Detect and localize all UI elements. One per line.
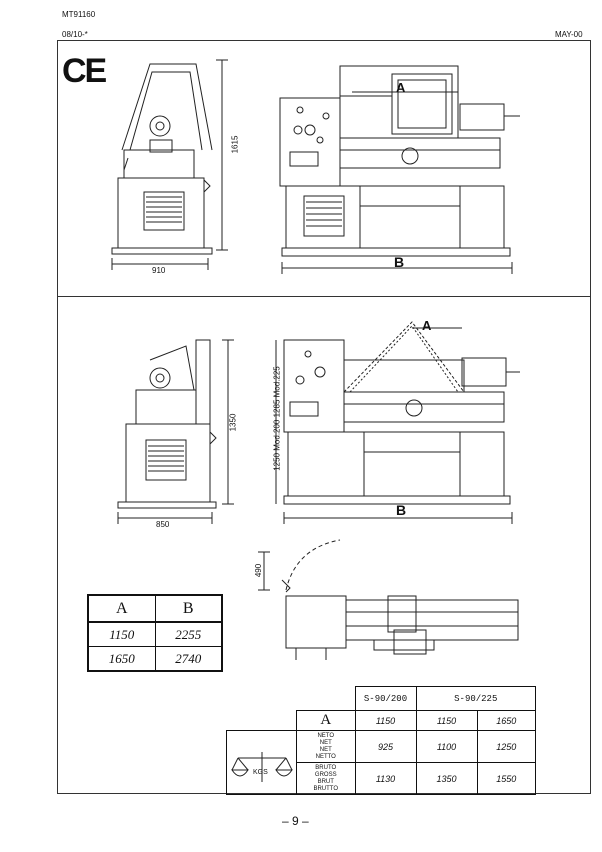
- scale-cell: KGS: [226, 730, 297, 795]
- weight-cell: 1250: [476, 730, 536, 763]
- net-label-en: NET: [319, 739, 332, 746]
- top-front-view: [279, 65, 520, 274]
- weight-cell: 1350: [415, 762, 478, 795]
- kgs-label: KGS: [253, 769, 268, 776]
- weight-cell: 1130: [354, 762, 417, 795]
- middle-front-view: [275, 321, 520, 524]
- top-dimension-b: B: [394, 254, 405, 270]
- weight-cell: 1150: [415, 710, 478, 731]
- ab-header-b: B: [155, 595, 223, 624]
- ab-dimension-table: A B 1150 2255 1650 2740: [87, 594, 223, 672]
- middle-dimension-a: A: [422, 318, 432, 333]
- ab-cell: 1150: [87, 621, 156, 648]
- col-header-s90-200: S-90/200: [354, 686, 417, 711]
- gross-label-en: GROSS: [314, 771, 337, 778]
- top-width-dimension: 910: [152, 266, 166, 275]
- gross-label-it: BRUTTO: [313, 785, 339, 792]
- net-label-fr: NET: [319, 746, 332, 753]
- weight-cell: 1650: [476, 710, 536, 731]
- ab-cell: 2255: [154, 621, 223, 648]
- top-height-dimension: 1615: [230, 135, 240, 154]
- ab-cell: 1650: [87, 646, 156, 672]
- page-number: – 9 –: [282, 814, 309, 828]
- ab-header-a: A: [88, 595, 156, 624]
- revision-code: 08/10-*: [62, 30, 88, 39]
- bottom-plan-view: [258, 539, 519, 660]
- document-date: MAY-00: [555, 30, 583, 39]
- middle-side-view: [117, 339, 234, 524]
- model-height-dimension: 1250 Mod.200 1285 Mod.225: [272, 366, 282, 471]
- top-side-view: [111, 59, 228, 270]
- weight-cell: 925: [354, 730, 417, 763]
- middle-dimension-b: B: [396, 502, 407, 518]
- section-divider: [57, 296, 591, 297]
- net-label-it: NETTO: [315, 753, 336, 760]
- cover-dimension: 490: [254, 563, 264, 578]
- middle-width-dimension: 850: [156, 520, 170, 529]
- middle-height-dimension: 1350: [228, 413, 238, 432]
- gross-label-es: BRUTO: [315, 764, 337, 771]
- document-id: MT91160: [62, 10, 96, 19]
- weight-cell: 1150: [354, 710, 417, 731]
- gross-label-fr: BRUT: [317, 778, 334, 785]
- net-label: NETO NET NET NETTO: [296, 730, 356, 763]
- ab-cell: 2740: [154, 646, 223, 672]
- gross-label: BRUTO GROSS BRUT BRUTTO: [296, 762, 356, 795]
- row-label-a: A: [296, 710, 356, 731]
- weight-cell: 1550: [476, 762, 536, 795]
- ce-mark-logo: CE: [62, 52, 107, 90]
- weight-table: S-90/200 S-90/225 A 1150 1150 1650 KGS N…: [226, 686, 536, 795]
- net-label-es: NETO: [317, 732, 335, 739]
- weight-cell: 1100: [415, 730, 478, 763]
- top-dimension-a: A: [396, 80, 406, 95]
- col-header-s90-225: S-90/225: [415, 686, 536, 711]
